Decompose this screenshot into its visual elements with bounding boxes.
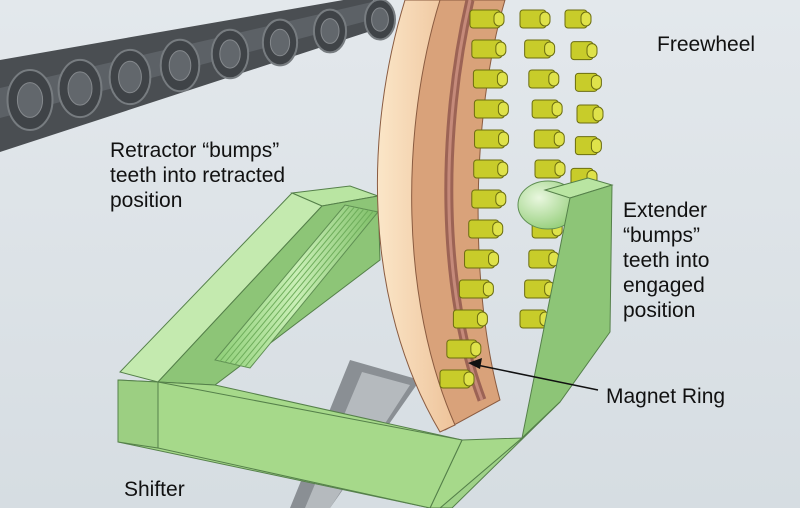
freewheel-tooth-tip [496, 71, 508, 87]
magnet-ring-arrowhead [468, 358, 482, 369]
roller-rib [224, 206, 355, 363]
chain-link-pin [16, 82, 44, 118]
roller-rib [219, 205, 351, 362]
label-extender-line: “bumps” [623, 224, 701, 247]
chain-link-pin [320, 18, 340, 44]
freewheel-tooth-tip [580, 11, 592, 27]
label-freewheel: Freewheel [657, 33, 756, 56]
label-retractor-line: teeth into retracted [110, 164, 286, 187]
freewheel-tooth-tip [590, 138, 602, 154]
retractor-roller [214, 204, 379, 369]
label-extender-line: position [623, 299, 696, 322]
freewheel-tooth-tip [470, 341, 482, 357]
label-magnet-ring: Magnet Ring [606, 385, 726, 408]
magnet-ring-pointer [471, 363, 599, 391]
freewheel-tooth-tip [495, 191, 507, 207]
roller-rib [239, 209, 369, 367]
chain-link-pin [168, 50, 192, 81]
label-retractor: Retractor “bumps” teeth into retracted p… [110, 138, 285, 213]
chain-link-pin [67, 71, 93, 106]
freewheel-tooth-tip [539, 11, 551, 27]
roller-rib [234, 208, 365, 365]
freewheel-tooth-tip [482, 281, 494, 297]
freewheel-tooth-tip [493, 11, 505, 27]
chain-link-pin [219, 39, 241, 69]
chain [0, 0, 396, 152]
chain-link-pin [269, 28, 291, 57]
freewheel-tooth-tip [498, 131, 510, 147]
freewheel-tooth-tip [592, 106, 604, 122]
freewheel-tooth-tip [497, 101, 509, 117]
label-extender: Extender “bumps” teeth into engaged posi… [623, 198, 709, 323]
freewheel-tooth-tip [554, 161, 566, 177]
freewheel-tooth-tip [492, 221, 504, 237]
label-retractor-line: position [110, 189, 183, 212]
freewheel-tooth-tip [488, 251, 500, 267]
freewheel-tooth-tip [586, 43, 598, 59]
label-extender-line: engaged [623, 274, 705, 297]
label-extender-line: Extender [623, 199, 708, 222]
freewheel-tooth-tip [553, 131, 565, 147]
freewheel-tooth-tip [590, 74, 602, 90]
roller-rib [244, 210, 374, 368]
freewheel-tooth-tip [495, 41, 507, 57]
freewheel-tooth-tip [463, 371, 475, 387]
chain-link-pin [118, 60, 142, 94]
freewheel-tooth-tip [544, 41, 556, 57]
chain-link-pin [371, 7, 389, 32]
roller-rib [229, 207, 360, 364]
freewheel-tooth-tip [551, 101, 563, 117]
shifter-front [117, 177, 614, 508]
freewheel-tooth-tip [476, 311, 488, 327]
label-extender-line: teeth into [623, 249, 710, 272]
label-shifter: Shifter [124, 478, 185, 501]
freewheel-tooth-tip [497, 161, 509, 177]
label-retractor-line: Retractor “bumps” [110, 139, 280, 162]
freewheel-tooth-tip [548, 71, 560, 87]
